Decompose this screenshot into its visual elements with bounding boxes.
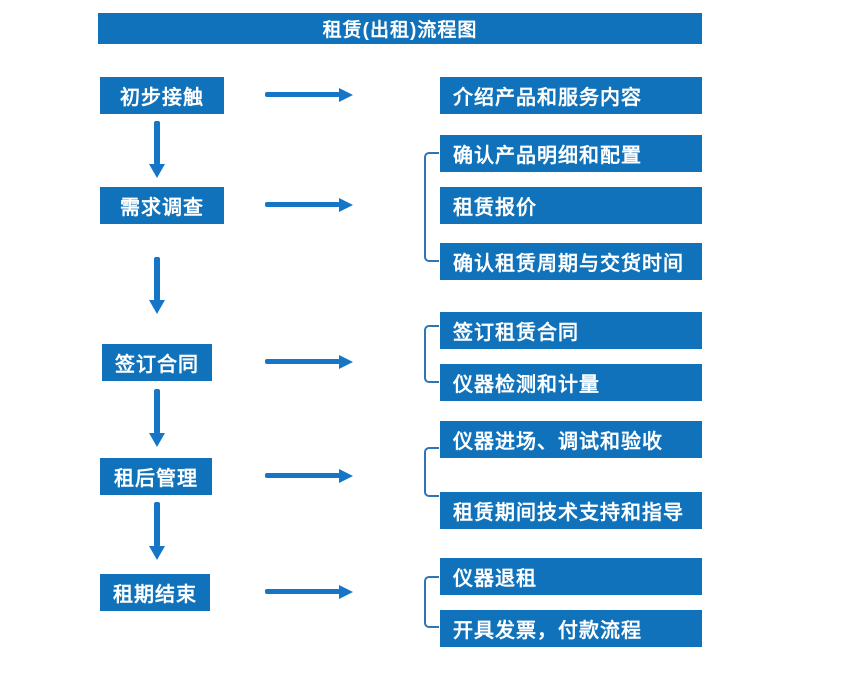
arrow-right-icon xyxy=(265,469,353,483)
output-box: 租赁报价 xyxy=(440,187,702,224)
arrow-shaft xyxy=(154,121,160,165)
title-bar: 租赁(出租)流程图 xyxy=(98,13,702,44)
arrow-right-icon xyxy=(265,198,353,212)
bracket-connector xyxy=(424,325,439,383)
arrow-shaft xyxy=(154,502,160,547)
arrow-shaft xyxy=(154,389,160,434)
arrow-shaft xyxy=(265,473,340,478)
arrow-shaft xyxy=(265,589,340,594)
output-box: 仪器进场、调试和验收 xyxy=(440,421,702,458)
step-box-sign-contract: 签订合同 xyxy=(102,344,212,381)
arrow-shaft xyxy=(154,257,160,301)
arrow-head xyxy=(149,300,165,314)
arrow-head xyxy=(149,433,165,447)
step-box-initial-contact: 初步接触 xyxy=(100,77,224,114)
output-box: 介绍产品和服务内容 xyxy=(440,77,702,114)
arrow-down-icon xyxy=(149,121,165,178)
step-box-post-rental-management: 租后管理 xyxy=(100,458,212,495)
output-box: 仪器检测和计量 xyxy=(440,364,702,401)
arrow-down-icon xyxy=(149,389,165,447)
arrow-right-icon xyxy=(265,355,353,369)
output-box: 确认产品明细和配置 xyxy=(440,135,702,172)
arrow-right-icon xyxy=(265,585,353,599)
bracket-connector xyxy=(424,447,439,497)
arrow-head xyxy=(339,198,353,212)
arrow-down-icon xyxy=(149,502,165,560)
arrow-shaft xyxy=(265,202,340,207)
output-box: 签订租赁合同 xyxy=(440,312,702,349)
arrow-head xyxy=(339,355,353,369)
arrow-right-icon xyxy=(265,88,353,102)
output-box: 租赁期间技术支持和指导 xyxy=(440,492,702,529)
output-box: 仪器退租 xyxy=(440,558,702,595)
arrow-head xyxy=(339,469,353,483)
arrow-head xyxy=(149,164,165,178)
output-box: 开具发票，付款流程 xyxy=(440,610,702,647)
arrow-shaft xyxy=(265,359,340,364)
output-box: 确认租赁周期与交货时间 xyxy=(440,243,702,280)
arrow-head xyxy=(339,88,353,102)
arrow-shaft xyxy=(265,92,340,97)
bracket-connector xyxy=(424,576,439,628)
arrow-down-icon xyxy=(149,257,165,314)
arrow-head xyxy=(149,546,165,560)
bracket-connector xyxy=(424,152,439,262)
step-box-demand-survey: 需求调查 xyxy=(100,187,224,224)
step-box-rental-end: 租期结束 xyxy=(100,574,210,611)
arrow-head xyxy=(339,585,353,599)
page-title: 租赁(出租)流程图 xyxy=(322,20,478,41)
